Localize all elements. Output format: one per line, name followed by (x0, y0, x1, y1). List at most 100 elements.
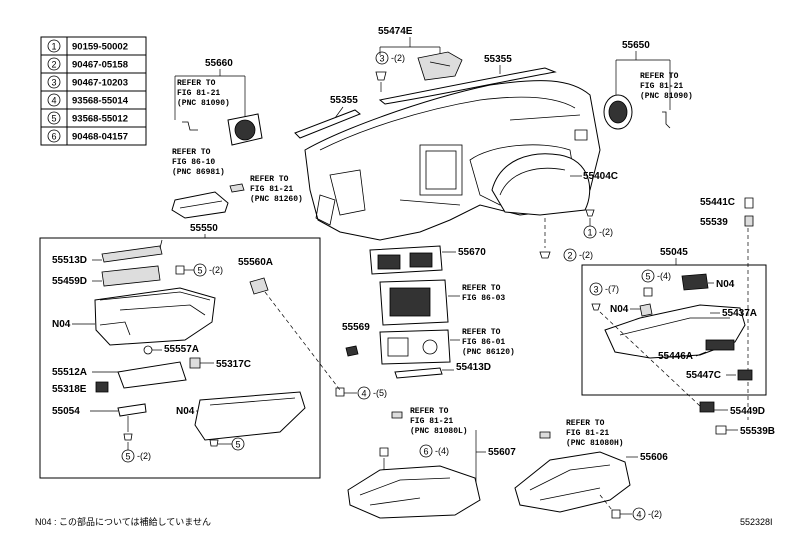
svg-text:FIG 86-10: FIG 86-10 (172, 158, 215, 167)
ref-note-86-03: REFER TO FIG 86-03 (462, 284, 505, 303)
label-55650: 55650 (622, 40, 650, 51)
side-strip-part (294, 109, 361, 139)
svg-text:(PNC 81260): (PNC 81260) (250, 195, 303, 204)
ref-note-81090-left: REFER TO FIG 81-21 (PNC 81090) (177, 79, 230, 108)
label-55513D: 55513D (52, 255, 87, 266)
label-55413D: 55413D (456, 362, 491, 373)
label-55355-top: 55355 (484, 54, 512, 65)
callout-6: 6 -(4) (419, 444, 449, 458)
callout-5: 5 -(4) (641, 269, 671, 283)
svg-text:REFER TO: REFER TO (640, 72, 679, 81)
storage-box-part (94, 287, 216, 346)
screw-part (539, 251, 551, 259)
control-panel-part (379, 329, 451, 365)
bolt-row-number: 2 (51, 60, 56, 70)
trim-strip-part (101, 245, 163, 263)
svg-text:(PNC 86981): (PNC 86981) (172, 168, 225, 177)
label-55670: 55670 (458, 247, 486, 258)
trim-bar-part (394, 367, 443, 379)
clip-part (375, 71, 387, 81)
svg-text:5: 5 (645, 272, 650, 282)
bolt-row-number: 5 (51, 114, 56, 124)
svg-text:REFER TO: REFER TO (462, 328, 501, 337)
label-N04-switch: N04 (716, 279, 735, 290)
label-55557A: 55557A (164, 344, 199, 355)
clip-part (591, 303, 601, 311)
label-55441C: 55441C (700, 197, 735, 208)
clip-part (744, 197, 754, 209)
lower-cover-right-part (514, 451, 631, 513)
label-55560A: 55560A (238, 257, 273, 268)
callout-5: 5 -(2) (193, 263, 223, 277)
glove-box-door-part (194, 391, 306, 441)
damper-part (117, 403, 147, 417)
switch-part (699, 401, 715, 413)
svg-text:(PNC 81080L): (PNC 81080L) (410, 427, 468, 436)
callout-1: 1 -(2) (583, 225, 613, 239)
svg-text:FIG 81-21: FIG 81-21 (640, 82, 683, 91)
clip-part (744, 215, 754, 227)
label-55606: 55606 (640, 452, 668, 463)
svg-text:(PNC 81090): (PNC 81090) (640, 92, 693, 101)
label-55512A: 55512A (52, 367, 87, 378)
label-55318E: 55318E (52, 384, 87, 395)
svg-text:1: 1 (587, 228, 592, 238)
bolt-row-part: 93568-55014 (72, 96, 129, 107)
side-vent-right-part (603, 94, 633, 130)
label-55054: 55054 (52, 406, 80, 417)
svg-text:REFER TO: REFER TO (172, 148, 211, 157)
bolt-table-row: 5 93568-55012 (47, 111, 128, 125)
figure-id: 552328I (740, 517, 773, 527)
group-frame-55045 (581, 264, 767, 396)
svg-text:FIG 86-01: FIG 86-01 (462, 338, 505, 347)
meter-hood-part (491, 153, 591, 216)
switch-part (681, 273, 709, 291)
bolt-table-row: 3 90467-10203 (47, 75, 128, 89)
bolt-row-part: 93568-55012 (72, 114, 128, 125)
tray-part (171, 191, 229, 219)
ref-note-81080H: REFER TO FIG 81-21 (PNC 81080H) (566, 419, 624, 448)
screw-part (585, 209, 595, 217)
side-vent-left-part (227, 113, 263, 146)
label-N04-box: N04 (52, 319, 71, 330)
svg-text:-(2): -(2) (137, 451, 151, 461)
connector-part (539, 431, 551, 439)
svg-text:5: 5 (125, 452, 130, 462)
ref-note-81090-right: REFER TO FIG 81-21 (PNC 81090) (640, 72, 693, 101)
label-55447C: 55447C (686, 370, 721, 381)
svg-text:3: 3 (379, 54, 384, 64)
svg-text:4: 4 (636, 510, 641, 520)
label-55474E: 55474E (378, 26, 413, 37)
ref-note-81260: REFER TO FIG 81-21 (PNC 81260) (250, 175, 303, 204)
svg-text:-(2): -(2) (579, 250, 593, 260)
svg-text:FIG 81-21: FIG 81-21 (250, 185, 293, 194)
svg-text:(PNC 81080H): (PNC 81080H) (566, 439, 624, 448)
svg-text:-(2): -(2) (648, 509, 662, 519)
svg-text:-(2): -(2) (209, 265, 223, 275)
screw-part (335, 387, 345, 397)
svg-text:2: 2 (567, 251, 572, 261)
wire-clip-left (182, 121, 198, 131)
bolt-row-part: 90468-04157 (72, 132, 128, 143)
clip-part (345, 345, 359, 357)
screw-part (379, 447, 389, 457)
bolt-row-number: 3 (51, 78, 56, 88)
svg-text:REFER TO: REFER TO (462, 284, 501, 293)
bolt-row-part: 90467-10203 (72, 78, 128, 89)
callout-3: 3 -(7) (589, 282, 619, 296)
callout-4: 4 -(5) (357, 386, 387, 400)
label-55355-left: 55355 (330, 95, 358, 106)
switch-part (737, 369, 753, 381)
screw-part (123, 433, 133, 441)
svg-text:FIG 81-21: FIG 81-21 (177, 89, 220, 98)
bolt-table-row: 6 90468-04157 (47, 129, 128, 143)
ref-note-86981: REFER TO FIG 86-10 (PNC 86981) (172, 148, 225, 177)
svg-text:6: 6 (423, 447, 428, 457)
bracket-part (249, 277, 269, 295)
lower-cover-left-part (347, 465, 481, 519)
svg-text:-(2): -(2) (391, 53, 405, 63)
ref-note-81080L: REFER TO FIG 81-21 (PNC 81080L) (410, 407, 468, 436)
clip-bracket-part (417, 51, 463, 81)
label-55317C: 55317C (216, 359, 251, 370)
svg-text:3: 3 (593, 285, 598, 295)
